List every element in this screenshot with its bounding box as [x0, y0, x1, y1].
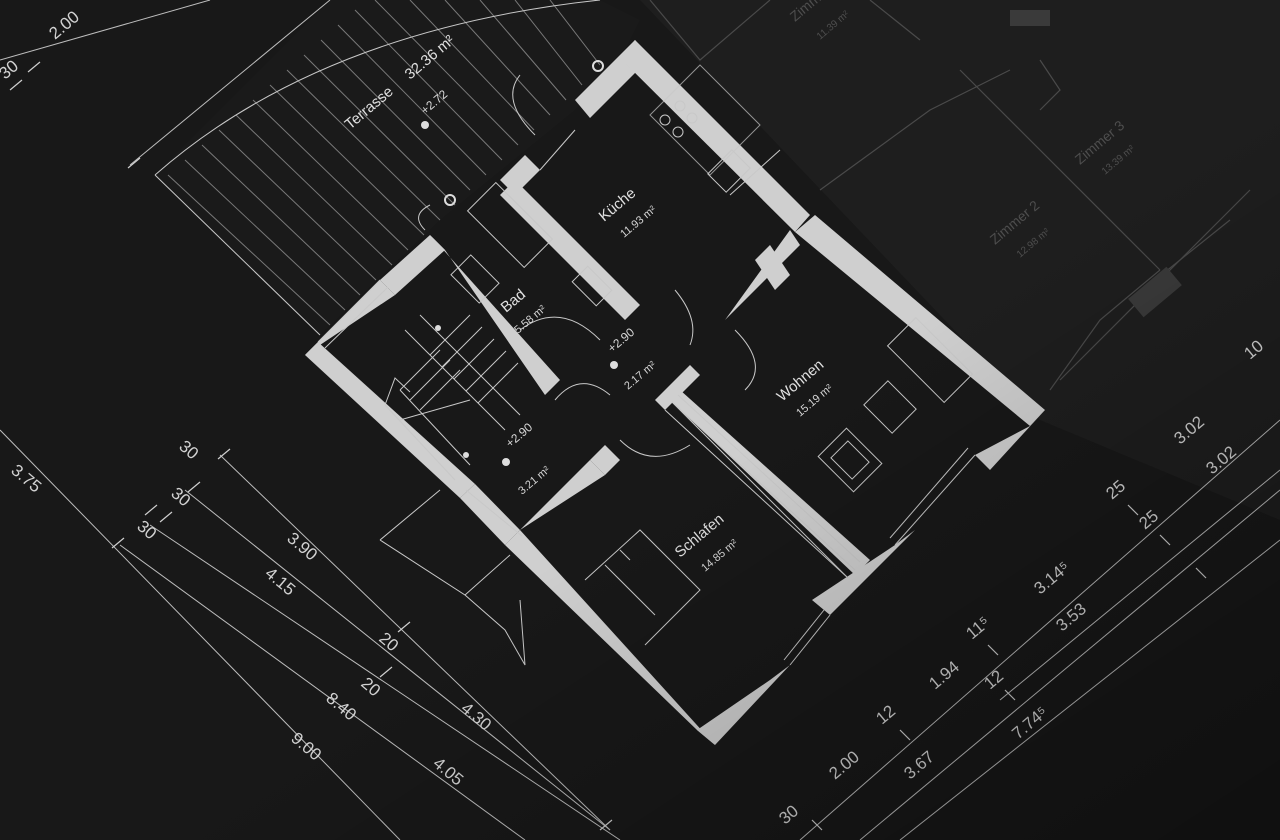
entry-level-marker-icon — [502, 458, 510, 466]
hall-level-marker-icon — [610, 361, 618, 369]
level-marker-icon — [421, 121, 429, 129]
marker-dot-icon — [435, 325, 441, 331]
marker-dot-icon — [463, 452, 469, 458]
